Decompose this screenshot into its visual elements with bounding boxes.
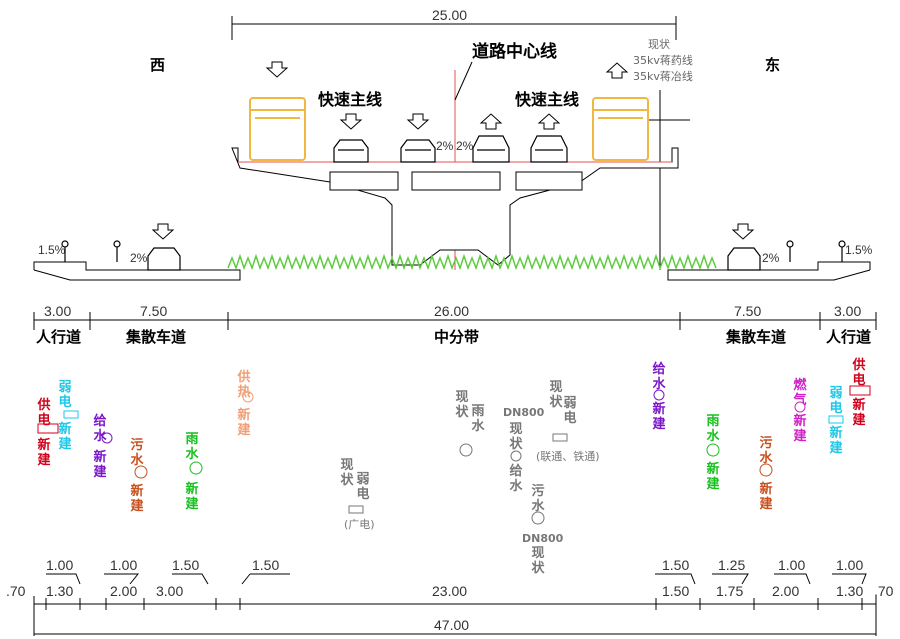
utility-m-telecom-bc-name: 现状 <box>340 458 354 488</box>
slope-bridge-left: 2% <box>436 139 454 153</box>
utility-e-rain-status: 新建 <box>706 462 720 492</box>
utility-m-telecom-note: (联通、铁通) <box>536 450 600 463</box>
express-lane-right-label: 快速主线 <box>515 90 580 109</box>
width-walk-right: 3.00 <box>834 303 862 319</box>
express-lane-left-label: 快速主线 <box>318 90 383 109</box>
dim-r2-9: .70 <box>874 583 894 599</box>
width-median: 26.00 <box>434 303 470 319</box>
viaduct-structure <box>231 147 679 266</box>
utility-m-sewage-size: DN800 <box>522 532 564 545</box>
utility-w-power-name: 供电 <box>37 398 51 428</box>
bus-left <box>249 97 306 161</box>
dim-r1-2: 1.50 <box>172 557 200 573</box>
utility-w-water-name: 给水 <box>93 414 107 444</box>
utility-e-telecom-status: 新建 <box>829 426 843 456</box>
width-road-left: 7.50 <box>140 303 168 319</box>
centerline-leader <box>454 61 473 101</box>
utility-m-rain-name2: 雨水 <box>471 404 485 434</box>
label-median: 中分带 <box>434 328 480 346</box>
slope-road-left: 2% <box>130 251 148 265</box>
utility-w-rain-name: 雨水 <box>185 432 199 462</box>
section-dimension-line <box>33 312 877 330</box>
utility-m-telecom-bc-name2: 弱电 <box>356 472 370 502</box>
utility-w-power-status: 新建 <box>37 438 51 468</box>
dim-r1-7: 1.00 <box>836 557 864 573</box>
direction-west: 西 <box>150 56 166 74</box>
utility-e-power-name: 供电 <box>852 358 866 388</box>
dim-r1-5: 1.25 <box>718 557 746 573</box>
utility-w-telecom-status: 新建 <box>58 422 72 452</box>
utility-e-water-status: 新建 <box>652 402 666 432</box>
utility-m-sewage-name: 污水 <box>531 484 545 514</box>
dim-r2-1: 1.30 <box>46 583 74 599</box>
utility-e-rain-name: 雨水 <box>706 414 720 444</box>
width-road-right: 7.50 <box>734 303 762 319</box>
bottom-total-width: 47.00 <box>434 617 470 633</box>
utility-m-water-size: DN800 <box>503 406 545 419</box>
dim-r2-6: 1.75 <box>716 583 744 599</box>
label-road-left: 集散车道 <box>126 328 187 346</box>
dim-r2-0: .70 <box>6 583 26 599</box>
utility-m-telecom-bc-note: (广电) <box>344 518 375 531</box>
label-walk-left: 人行道 <box>36 328 82 346</box>
existing-line-label-2: 35kv蒋药线 <box>633 54 693 67</box>
utility-e-water-name: 给水 <box>652 362 666 392</box>
utility-w-sewage-name: 污水 <box>130 438 144 468</box>
utility-e-sewage-name: 污水 <box>759 436 773 466</box>
dim-r2-5: 1.50 <box>662 583 690 599</box>
utility-e-gas-name: 燃气 <box>793 378 807 408</box>
utility-w-rain-status: 新建 <box>185 482 199 512</box>
existing-line-label-1: 现状 <box>648 38 670 51</box>
utility-m-water-name3: 给水 <box>509 464 523 494</box>
utility-m-telecom-name: 现状 <box>549 380 563 410</box>
dim-r1-6: 1.00 <box>778 557 806 573</box>
traffic-arrows <box>151 61 755 240</box>
existing-line-label-3: 35kv蒋冶线 <box>633 70 693 83</box>
utility-e-gas-status: 新建 <box>793 414 807 444</box>
centerline-label: 道路中心线 <box>472 42 557 62</box>
top-total-width: 25.00 <box>432 7 468 23</box>
slope-walk-right: 1.5% <box>845 243 873 257</box>
slope-road-right: 2% <box>762 251 780 265</box>
utility-w-heat-name: 供热 <box>237 370 251 400</box>
dim-r1-4: 1.50 <box>662 557 690 573</box>
utility-w-water-status: 新建 <box>93 450 107 480</box>
utility-e-sewage-status: 新建 <box>759 482 773 512</box>
label-road-right: 集散车道 <box>726 328 787 346</box>
utility-w-heat-status: 新建 <box>237 408 251 438</box>
dim-r2-3: 3.00 <box>156 583 184 599</box>
top-dimension-line <box>231 16 677 40</box>
utility-e-telecom-name: 弱电 <box>829 386 843 416</box>
utility-symbols <box>37 385 871 525</box>
dim-r2-4: 23.00 <box>432 583 468 599</box>
median-grass <box>227 253 717 271</box>
utility-m-sewage-name3: 现状 <box>531 546 545 576</box>
dim-r1-0: 1.00 <box>46 557 74 573</box>
label-walk-right: 人行道 <box>826 328 872 346</box>
bottom-dimension-lines <box>33 573 877 636</box>
slope-walk-left: 1.5% <box>38 243 66 257</box>
dim-r2-2: 2.00 <box>110 583 138 599</box>
dim-r1-3: 1.50 <box>252 557 280 573</box>
dim-r2-7: 2.00 <box>772 583 800 599</box>
utility-m-telecom-name2: 弱电 <box>563 396 577 426</box>
utility-m-rain-name: 现状 <box>455 390 469 420</box>
utility-m-water-name2: 现状 <box>509 422 523 452</box>
bridge-cars <box>333 135 568 163</box>
utility-w-telecom-name: 弱电 <box>58 380 72 410</box>
dim-r1-1: 1.00 <box>110 557 138 573</box>
direction-east: 东 <box>765 56 781 74</box>
width-walk-left: 3.00 <box>44 303 72 319</box>
dim-r2-8: 1.30 <box>836 583 864 599</box>
utility-e-power-status: 新建 <box>852 398 866 428</box>
utility-w-sewage-status: 新建 <box>130 484 144 514</box>
ground-vehicles <box>61 240 846 271</box>
slope-bridge-right: 2% <box>456 139 474 153</box>
bus-right <box>592 97 649 161</box>
